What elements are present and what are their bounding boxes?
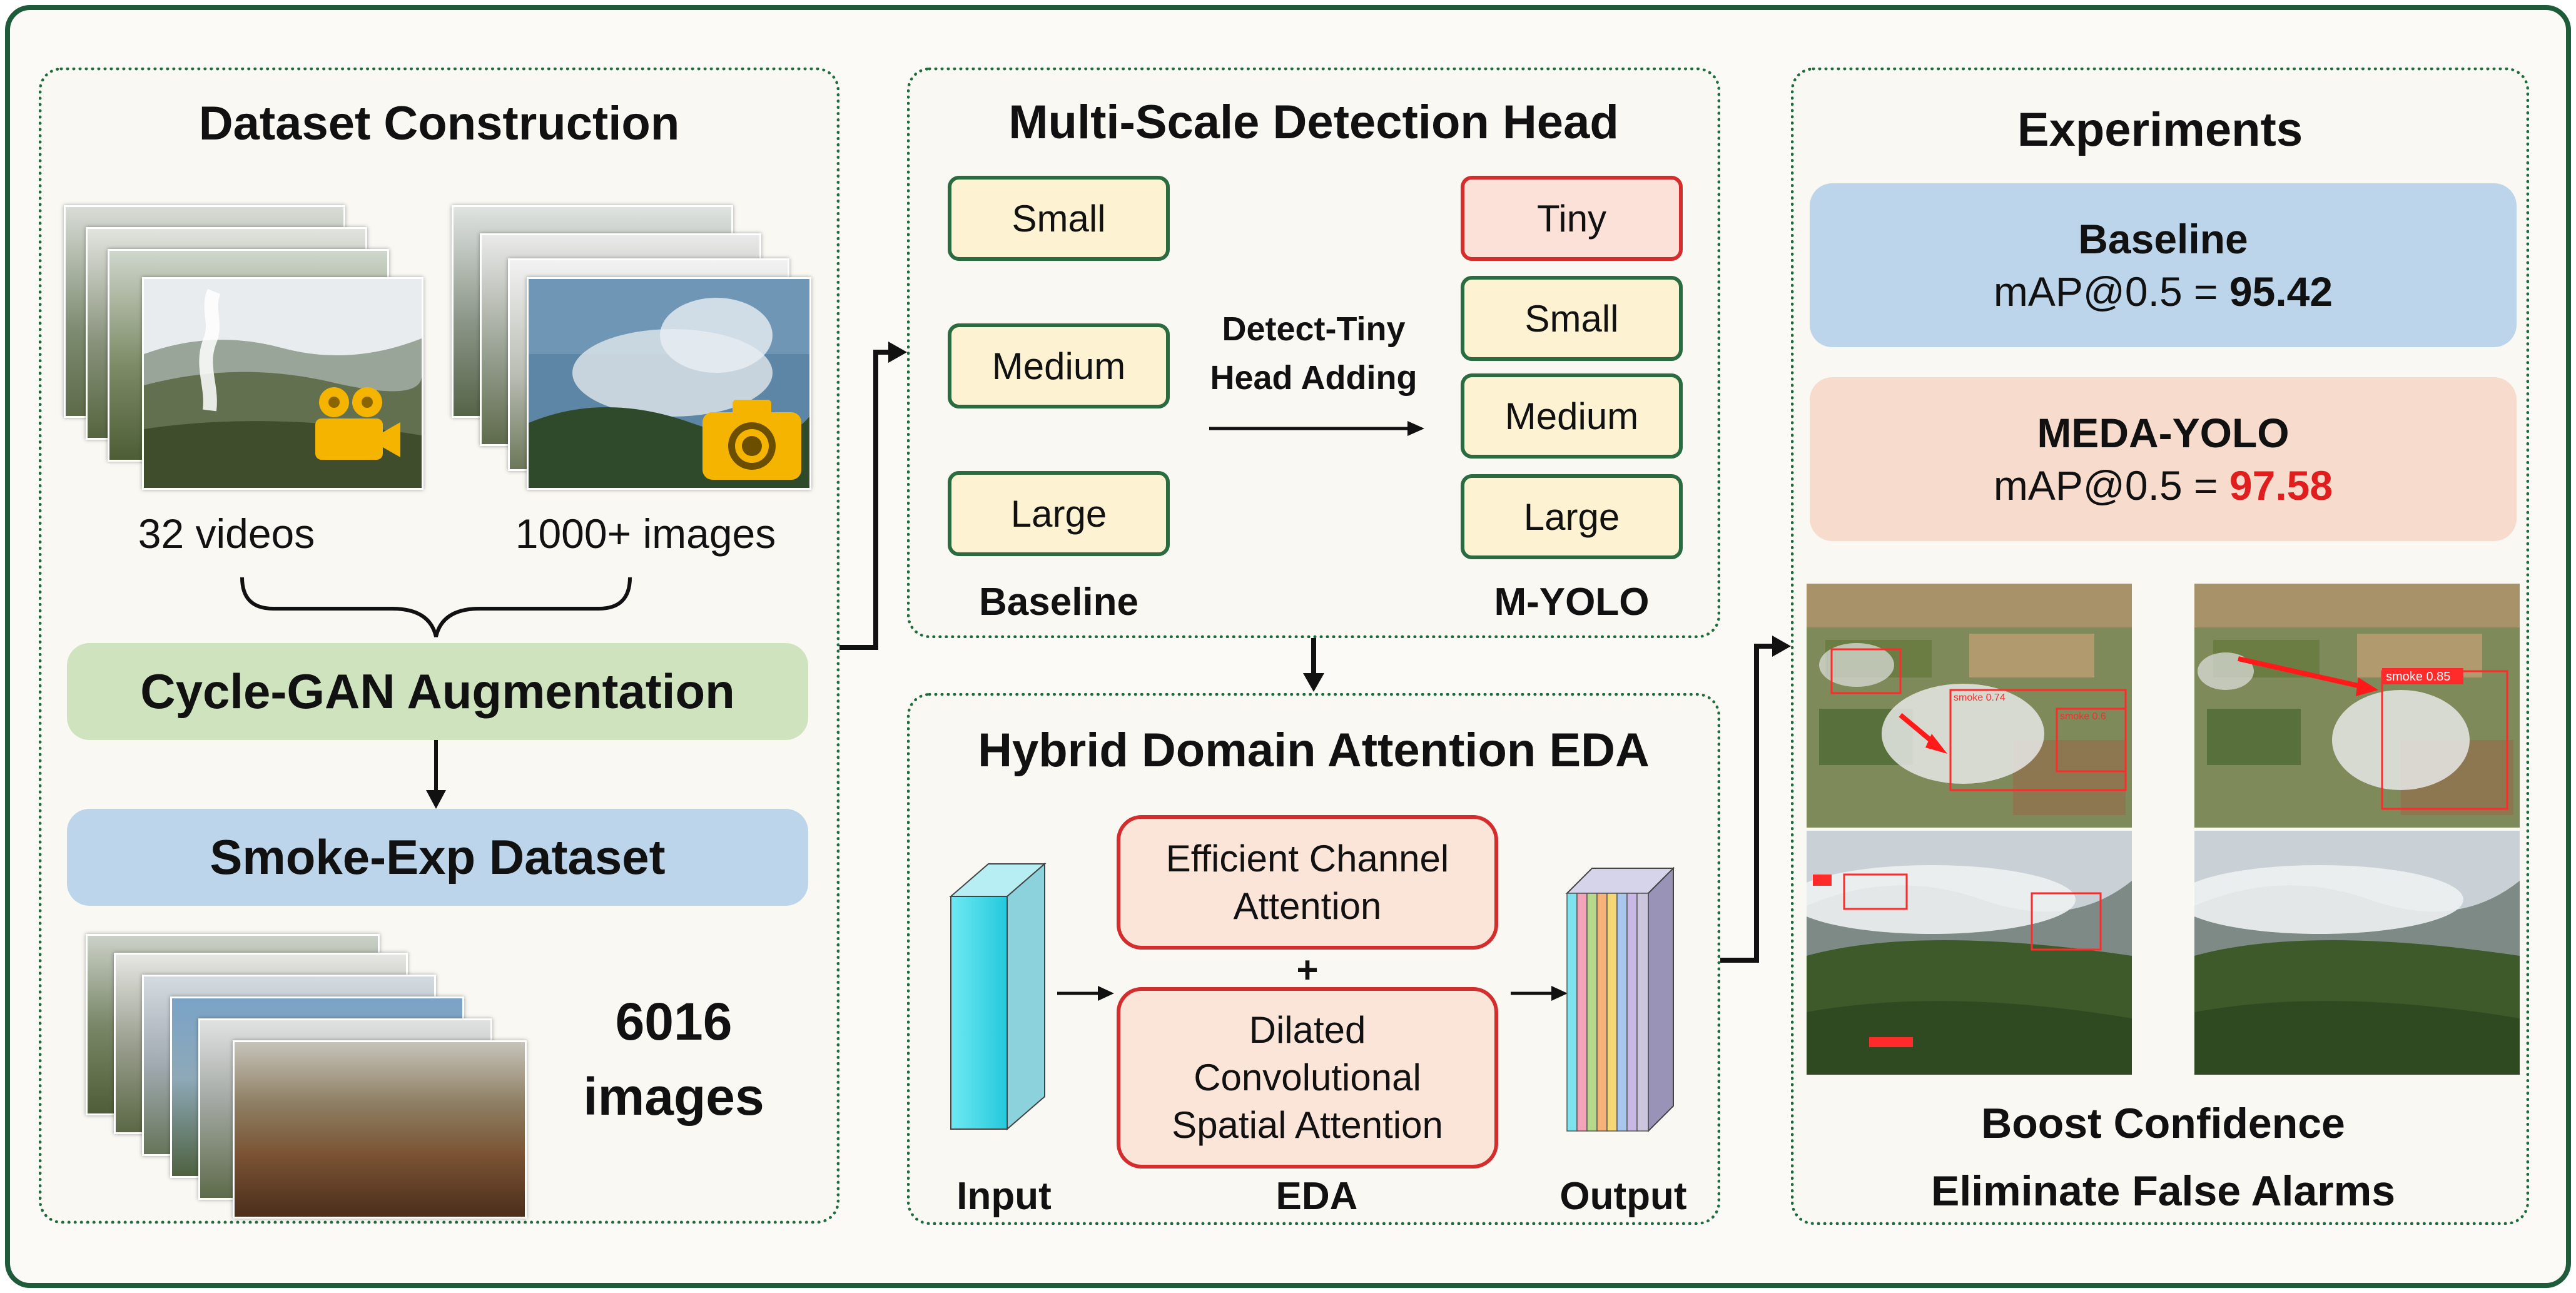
- eda-label: EDA: [1275, 1175, 1358, 1218]
- experiments-caption-line2: Eliminate False Alarms: [1930, 1167, 2396, 1215]
- dataset-count-unit: images: [583, 1067, 764, 1126]
- myolo-caption: M-YOLO: [1494, 581, 1650, 624]
- experiments-title: Experiments: [2017, 103, 2303, 156]
- input-label: Input: [956, 1175, 1052, 1218]
- detect-tiny-label-line1: Detect-Tiny: [1222, 310, 1406, 348]
- baseline-name: Baseline: [2078, 216, 2248, 262]
- meda-detection-aerial-image: smoke 0.85: [2194, 584, 2520, 828]
- detect-tiny-label-line2: Head Adding: [1210, 359, 1417, 397]
- images-count-label: 1000+ images: [515, 510, 776, 557]
- baseline-scale-medium: Medium: [948, 323, 1170, 408]
- baseline-scale-large: Large: [948, 471, 1170, 556]
- myolo-scale-tiny: Tiny: [1461, 176, 1683, 261]
- baseline-false-alarm-image: [1807, 831, 2132, 1075]
- experiments-caption-line1: Boost Confidence: [1981, 1100, 2345, 1147]
- baseline-map-value: 95.42: [2229, 268, 2333, 315]
- meda-metric-line: mAP@0.5 = 97.58: [1994, 459, 2333, 512]
- baseline-scale-small: Small: [948, 176, 1170, 261]
- baseline-metric-label: mAP@0.5 =: [1993, 268, 2229, 315]
- input-tensor: [949, 862, 1047, 1131]
- baseline-detection-label-2: smoke 0.6: [2060, 711, 2106, 722]
- smoke-exp-dataset-box: Smoke-Exp Dataset: [67, 809, 808, 906]
- baseline-detection-label-1: smoke 0.74: [1954, 692, 2006, 703]
- myolo-scale-medium: Medium: [1461, 373, 1683, 459]
- cycle-gan-augmentation-box: Cycle-GAN Augmentation: [67, 643, 808, 740]
- baseline-result-box: Baseline mAP@0.5 = 95.42: [1810, 183, 2517, 347]
- output-label: Output: [1559, 1175, 1687, 1218]
- meda-yolo-result-box: MEDA-YOLO mAP@0.5 = 97.58: [1810, 377, 2517, 541]
- detection-head-title: Multi-Scale Detection Head: [1008, 96, 1619, 149]
- image-frame-scene: [529, 279, 809, 488]
- dataset-image-forest-photo: [233, 1040, 527, 1219]
- dataset-construction-panel: Dataset Construction: [39, 68, 839, 1224]
- dcsa-line1: Dilated: [1249, 1009, 1366, 1051]
- baseline-metric-line: mAP@0.5 = 95.42: [1994, 265, 2333, 318]
- efficient-channel-attention-box: Efficient Channel Attention: [1117, 815, 1498, 950]
- meda-map-value: 97.58: [2229, 462, 2333, 509]
- detection-head-panel: Multi-Scale Detection Head Small Medium …: [907, 68, 1720, 638]
- attention-arrows: [1057, 986, 1568, 1001]
- dataset-count-number: 6016: [615, 992, 733, 1051]
- video-camera-icon: [308, 383, 402, 465]
- baseline-caption: Baseline: [978, 581, 1139, 624]
- plus-sign: +: [1296, 949, 1319, 991]
- dataset-panel-title: Dataset Construction: [198, 97, 680, 150]
- dcsa-line3: Spatial Attention: [1172, 1104, 1443, 1146]
- dilated-spatial-attention-box: Dilated Convolutional Spatial Attention: [1117, 987, 1498, 1169]
- meda-clean-image: [2194, 831, 2520, 1075]
- myolo-scale-large: Large: [1461, 474, 1683, 559]
- detect-tiny-arrow: [1209, 421, 1424, 436]
- attention-panel: Hybrid Domain Attention EDA Efficient Ch…: [907, 693, 1720, 1225]
- attention-panel-title: Hybrid Domain Attention EDA: [978, 724, 1650, 777]
- experiments-panel: Experiments Baseline mAP@0.5 = 95.42 MED…: [1791, 68, 2529, 1225]
- baseline-detection-aerial-image: smoke 0.74 smoke 0.6: [1807, 584, 2132, 828]
- photo-camera-icon: [699, 396, 805, 484]
- output-tensor: [1565, 866, 1675, 1133]
- eca-line2: Attention: [1233, 885, 1382, 927]
- meda-yolo-name: MEDA-YOLO: [2037, 410, 2289, 456]
- meda-detection-label: smoke 0.85: [2386, 670, 2450, 684]
- image-frame-smoke-photo: [527, 277, 811, 490]
- dcsa-line2: Convolutional: [1194, 1057, 1421, 1098]
- videos-count-label: 32 videos: [138, 510, 315, 557]
- dataset-brace: [240, 577, 632, 809]
- meda-metric-label: mAP@0.5 =: [1993, 462, 2229, 509]
- myolo-scale-small: Small: [1461, 276, 1683, 361]
- eca-line1: Efficient Channel: [1165, 837, 1449, 880]
